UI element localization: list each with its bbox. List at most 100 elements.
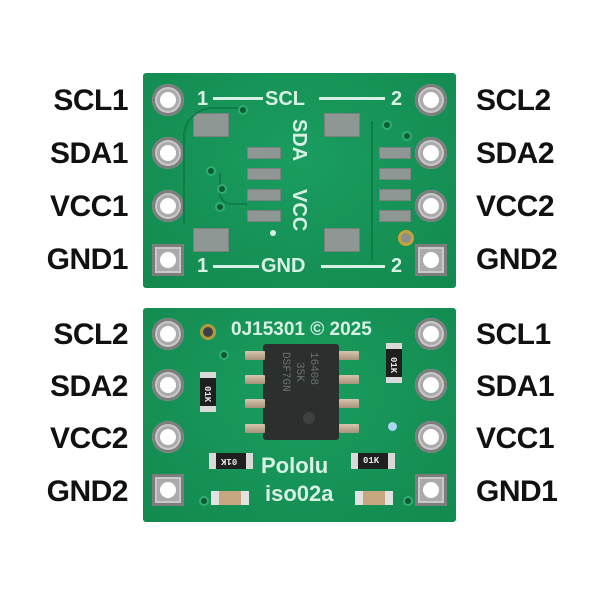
pin-pad-gnd2 — [415, 244, 447, 276]
label-vcc2: VCC2 — [49, 422, 129, 455]
resistor-terminal — [246, 453, 253, 469]
soic-pad — [247, 189, 281, 201]
silk-line — [213, 97, 263, 100]
via — [208, 168, 214, 174]
via-large — [401, 233, 411, 243]
resistor-terminal — [200, 372, 216, 378]
resistor-terminal — [386, 343, 402, 349]
soic-pad — [379, 210, 411, 222]
pin-pad-vcc1 — [415, 421, 447, 453]
via — [219, 186, 225, 192]
resistor-terminal — [386, 377, 402, 383]
label-scl1: SCL1 — [53, 84, 128, 117]
resistor-terminal — [200, 406, 216, 412]
label-gnd1: GND1 — [476, 475, 558, 508]
silk-dot — [388, 422, 397, 431]
label-sda1: SDA1 — [49, 137, 129, 170]
pcb-bottom-side: 0J15301 © 2025 16408 35K DSF7GN 01K 01K … — [143, 308, 456, 522]
label-scl2: SCL2 — [53, 318, 128, 351]
pin-pad-sda1 — [152, 137, 184, 169]
resistor-code: 01K — [202, 386, 212, 403]
ic-pin — [245, 351, 265, 360]
resistor-r1: 01K — [200, 372, 216, 412]
capacitor-c2 — [355, 491, 393, 505]
smd-pad — [324, 113, 360, 137]
label-vcc2: VCC2 — [476, 190, 555, 223]
silk-dot — [270, 230, 276, 236]
pin-pad-sda1 — [415, 369, 447, 401]
trace — [371, 121, 391, 261]
label-gnd2: GND2 — [46, 475, 129, 508]
isolator-ic: 16408 35K DSF7GN — [263, 344, 339, 440]
pin-pad-gnd2 — [152, 474, 184, 506]
label-gnd1: GND1 — [46, 243, 129, 276]
soic-pad — [379, 147, 411, 159]
silk-brand: Pololu — [261, 453, 329, 478]
soic-pad — [247, 210, 281, 222]
pin-pad-gnd1 — [152, 244, 184, 276]
ic-pin — [245, 375, 265, 384]
silk-gnd: GND — [261, 255, 306, 277]
ic-pin — [339, 399, 359, 408]
label-vcc1: VCC1 — [476, 422, 555, 455]
silk-scl: SCL — [265, 88, 305, 110]
resistor-code: 01K — [363, 456, 380, 466]
smd-pad — [324, 228, 360, 252]
via — [404, 133, 410, 139]
soic-pad — [379, 189, 411, 201]
ic-marking-line2: 35K — [293, 362, 305, 382]
resistor-r4: 01K — [351, 453, 395, 469]
silk-part-number: 0J15301 © 2025 — [231, 319, 372, 340]
pin-pad-vcc2 — [152, 421, 184, 453]
silk-line — [321, 265, 385, 268]
ic-pin — [339, 424, 359, 433]
silk-line — [213, 265, 259, 268]
pin-pad-gnd1 — [415, 474, 447, 506]
silk-top-right-2: 2 — [391, 88, 403, 110]
via-large — [203, 327, 213, 337]
label-scl2: SCL2 — [476, 84, 551, 117]
label-vcc1: VCC1 — [49, 190, 129, 223]
soic-pad — [247, 168, 281, 180]
pcb-top-side: 1 SCL 2 1 GND 2 SDA VCC — [143, 73, 456, 288]
ic-pin — [245, 399, 265, 408]
ic-pin — [339, 375, 359, 384]
via — [201, 498, 207, 504]
pin-pad-scl2 — [415, 84, 447, 116]
via — [384, 122, 390, 128]
silk-vcc-vertical: VCC — [288, 189, 310, 232]
pin-pad-scl2 — [152, 318, 184, 350]
capacitor-c1 — [211, 491, 249, 505]
label-scl1: SCL1 — [476, 318, 551, 351]
silk-bottom-right-2: 2 — [391, 255, 403, 277]
silk-model: iso02a — [265, 481, 334, 506]
via — [405, 498, 411, 504]
soic-pad — [379, 168, 411, 180]
pin-pad-scl1 — [152, 84, 184, 116]
soic-pad — [247, 147, 281, 159]
resistor-terminal — [388, 453, 395, 469]
resistor-r2: 01K — [386, 343, 402, 383]
pin-pad-scl1 — [415, 318, 447, 350]
pin-pad-sda2 — [415, 137, 447, 169]
silk-bottom-left-1: 1 — [197, 255, 209, 277]
silk-top-left-1: 1 — [197, 88, 209, 110]
label-sda2: SDA2 — [49, 370, 129, 403]
ic-marking-line1: 16408 — [307, 352, 319, 386]
via — [217, 204, 223, 210]
resistor-code: 01K — [388, 357, 398, 374]
ic-pin1-dot — [303, 412, 315, 424]
pin-pad-vcc1 — [152, 190, 184, 222]
smd-pad — [193, 228, 229, 252]
resistor-terminal — [209, 453, 216, 469]
resistor-code: 01K — [221, 456, 238, 466]
via — [240, 107, 246, 113]
pin-pad-vcc2 — [415, 190, 447, 222]
silk-sda-vertical: SDA — [288, 119, 310, 162]
resistor-r3: 01K — [209, 453, 253, 469]
resistor-terminal — [351, 453, 358, 469]
label-gnd2: GND2 — [476, 243, 558, 276]
ic-pin — [245, 424, 265, 433]
label-sda1: SDA1 — [476, 370, 555, 403]
pin-pad-sda2 — [152, 369, 184, 401]
